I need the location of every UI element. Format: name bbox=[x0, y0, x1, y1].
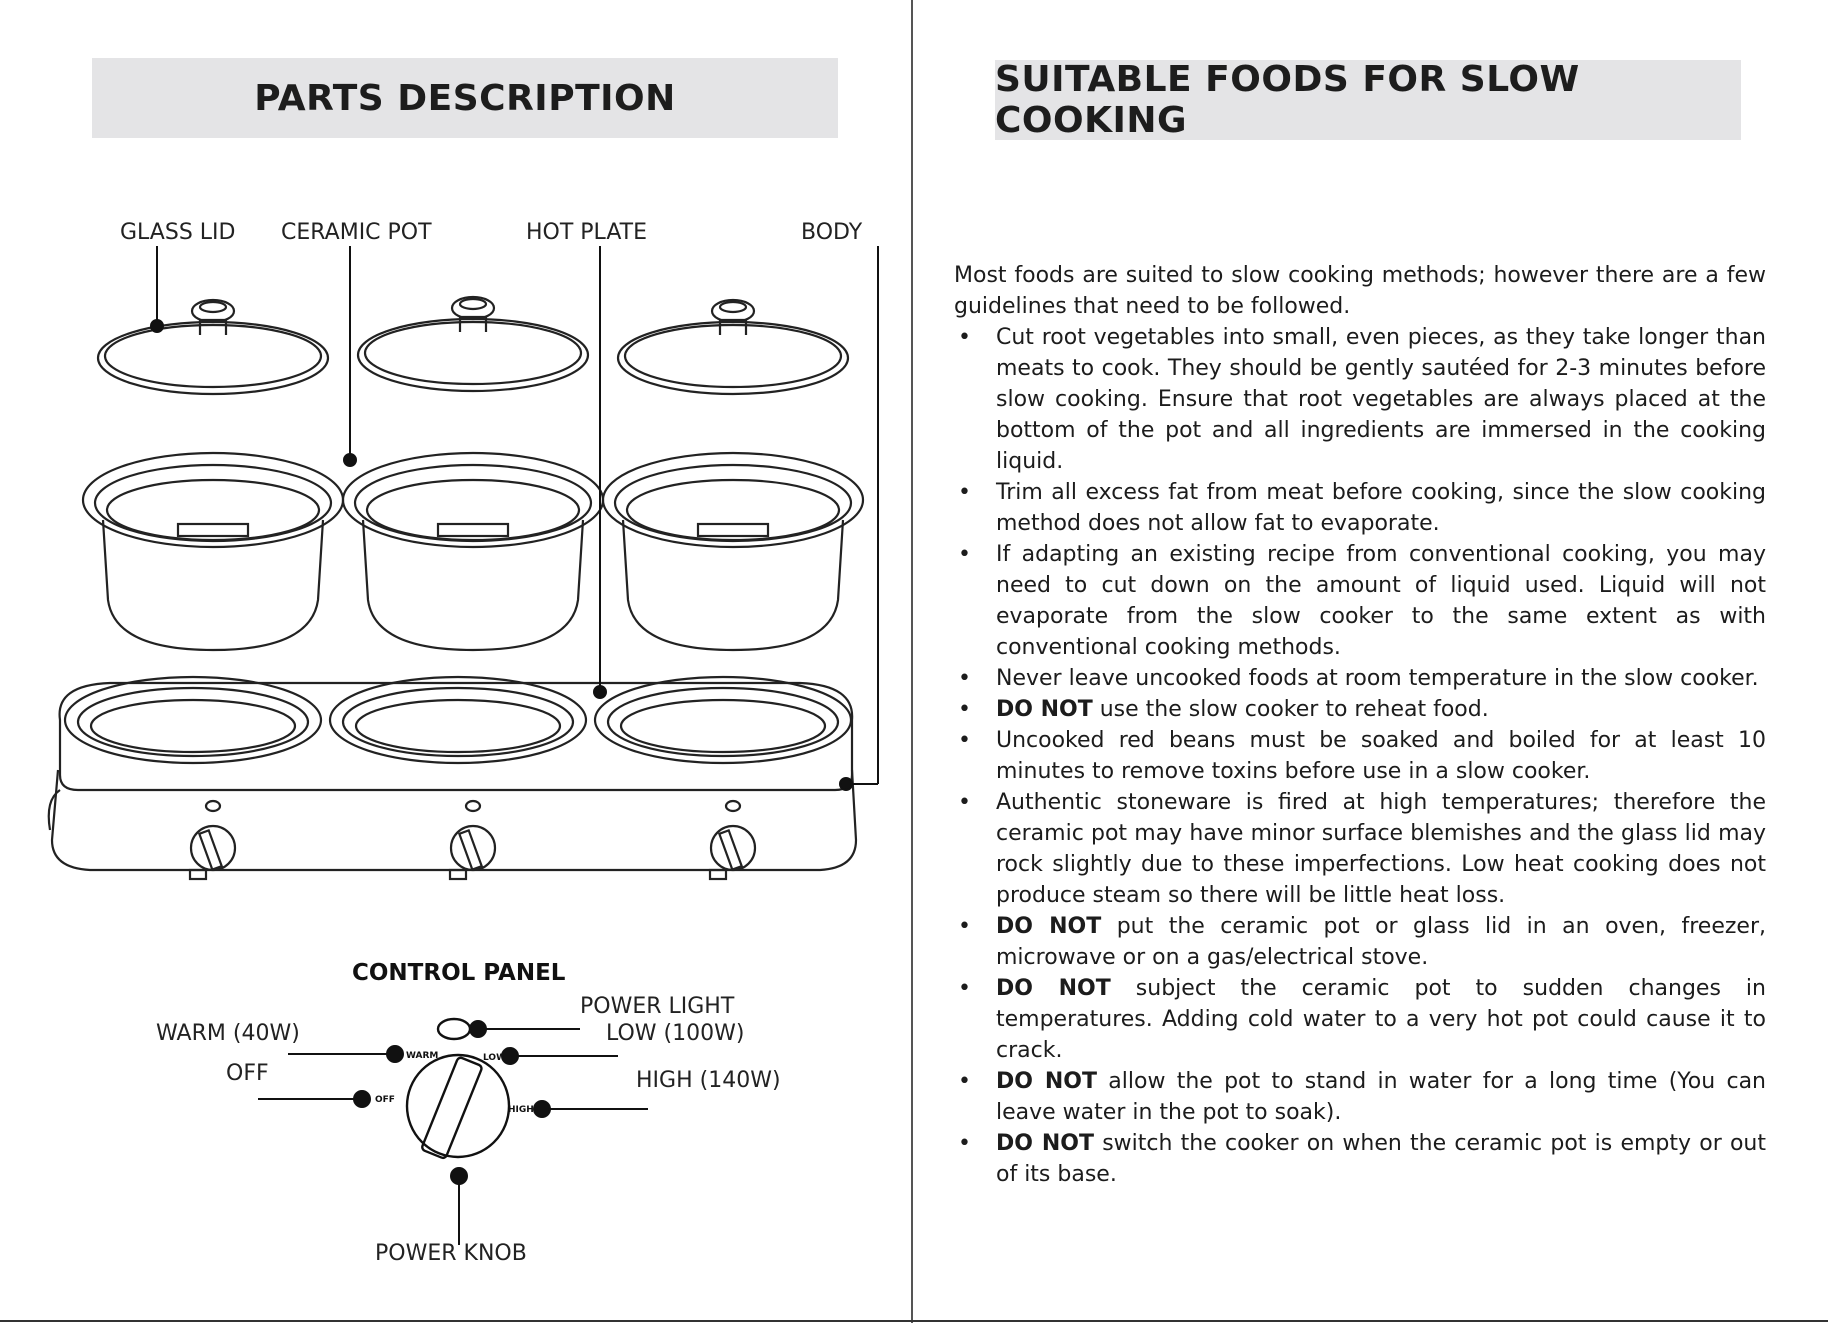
guideline-item: •DO NOT subject the ceramic pot to sudde… bbox=[958, 976, 1766, 1063]
body-label: BODY bbox=[801, 220, 863, 245]
high-label: HIGH (140W) bbox=[636, 1068, 781, 1093]
guideline-item: •Trim all excess fat from meat before co… bbox=[958, 480, 1766, 536]
power-light-label: POWER LIGHT bbox=[580, 994, 735, 1019]
guideline-item: •DO NOT switch the cooker on when the ce… bbox=[958, 1131, 1766, 1187]
glass-lid-illustration bbox=[96, 298, 330, 396]
guidelines-list: •Cut root vegetables into small, even pi… bbox=[954, 322, 1766, 1190]
off-label: OFF bbox=[226, 1061, 269, 1086]
glass-lid-label: GLASS LID bbox=[120, 220, 236, 245]
dial-off-label: OFF bbox=[375, 1095, 395, 1105]
guideline-item: •DO NOT use the slow cooker to reheat fo… bbox=[958, 697, 1489, 722]
warm-label: WARM (40W) bbox=[156, 1021, 300, 1046]
guideline-item: •Cut root vegetables into small, even pi… bbox=[958, 325, 1766, 474]
parts-description-banner: PARTS DESCRIPTION bbox=[92, 58, 838, 138]
hot-plate-illustration bbox=[63, 675, 323, 765]
control-panel-illustration bbox=[405, 1017, 511, 1160]
slow-cooker-diagram: WARM LOW OFF HIGH bbox=[47, 246, 879, 1245]
control-panel-title: CONTROL PANEL bbox=[352, 960, 566, 986]
guideline-item: •Uncooked red beans must be soaked and b… bbox=[958, 728, 1766, 784]
ceramic-pot-illustration bbox=[81, 451, 345, 652]
intro-paragraph: Most foods are suited to slow cooking me… bbox=[954, 263, 1766, 319]
suitable-foods-banner: SUITABLE FOODS FOR SLOW COOKING bbox=[995, 59, 1741, 141]
dial-warm-label: WARM bbox=[406, 1051, 438, 1061]
power-knob-label: POWER KNOB bbox=[375, 1241, 527, 1266]
hot-plate-label: HOT PLATE bbox=[526, 220, 647, 245]
bottom-rule bbox=[0, 1320, 1828, 1322]
dial-low-label: LOW bbox=[483, 1053, 506, 1063]
left-page: PARTS DESCRIPTION bbox=[0, 0, 911, 1323]
guidelines-text: Most foods are suited to slow cooking me… bbox=[954, 260, 1766, 1190]
guideline-item: •Authentic stoneware is fired at high te… bbox=[958, 790, 1766, 908]
guideline-item: •DO NOT put the ceramic pot or glass lid… bbox=[958, 914, 1766, 970]
dial-high-label: HIGH bbox=[508, 1105, 534, 1115]
page-divider bbox=[911, 0, 913, 1323]
low-label: LOW (100W) bbox=[606, 1021, 745, 1046]
guideline-item: •If adapting an existing recipe from con… bbox=[958, 542, 1766, 660]
guideline-item: •DO NOT allow the pot to stand in water … bbox=[958, 1069, 1766, 1125]
parts-description-title: PARTS DESCRIPTION bbox=[254, 77, 676, 119]
right-page: SUITABLE FOODS FOR SLOW COOKING Most foo… bbox=[913, 0, 1828, 1323]
ceramic-pot-label: CERAMIC POT bbox=[281, 220, 432, 245]
guideline-item: •Never leave uncooked foods at room temp… bbox=[958, 666, 1759, 691]
suitable-foods-title: SUITABLE FOODS FOR SLOW COOKING bbox=[995, 59, 1580, 141]
